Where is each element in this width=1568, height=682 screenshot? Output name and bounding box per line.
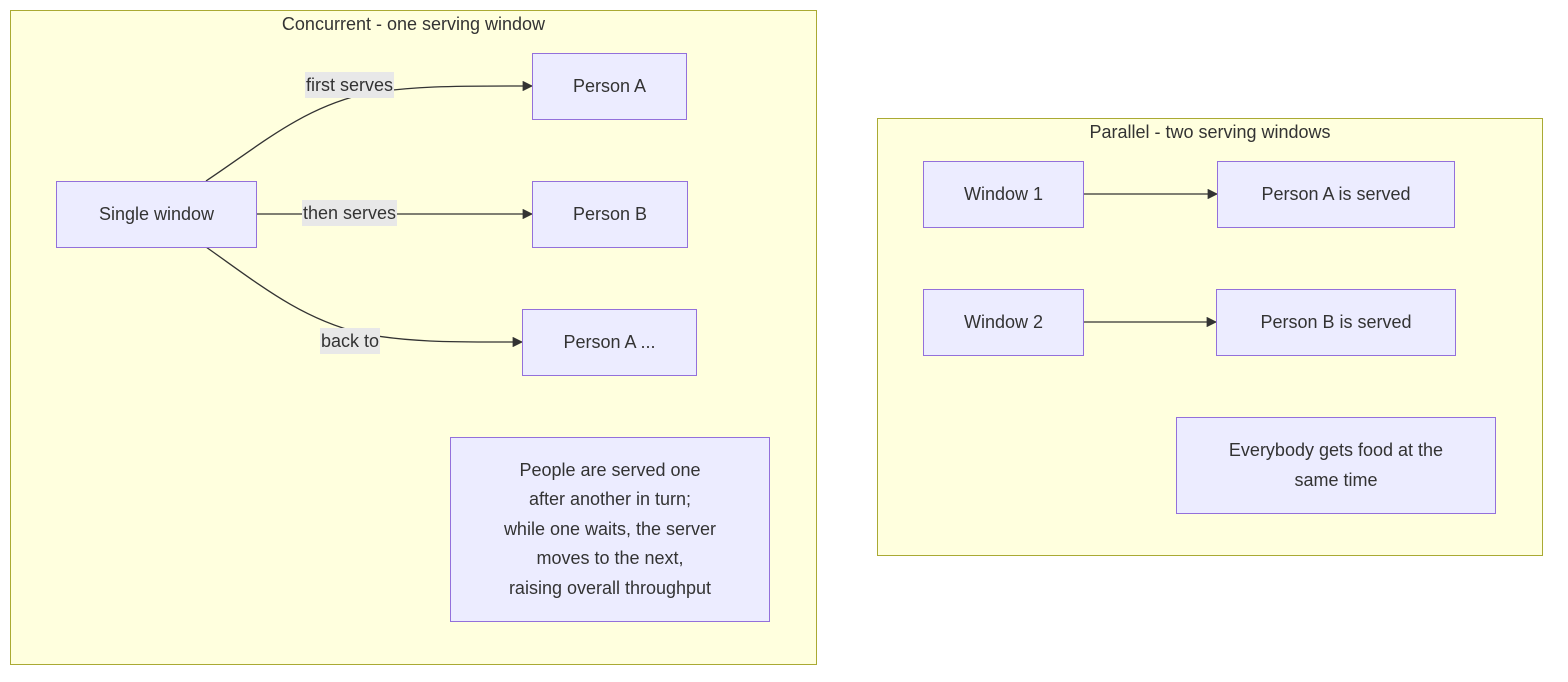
node-window-2[interactable]: Window 2 [923, 289, 1084, 356]
node-person-b-served[interactable]: Person B is served [1216, 289, 1456, 356]
parallel-note: Everybody gets food at the same time [1176, 417, 1496, 514]
concurrent-note-line: raising overall throughput [508, 577, 712, 598]
concurrent-note-line: People are served one [519, 459, 701, 480]
parallel-note-line: Everybody gets food at the [1228, 440, 1444, 460]
parallel-note-line: same time [1294, 469, 1378, 490]
node-person-a[interactable]: Person A [532, 53, 687, 120]
edge-label-then-serves: then serves [302, 200, 398, 226]
concurrent-note-line: after another in turn; [528, 489, 692, 510]
node-window-1[interactable]: Window 1 [923, 161, 1084, 228]
concurrent-note-line: while one waits, the server [503, 518, 717, 539]
edge-label-first-serves: first serves [305, 72, 395, 98]
edge-first-serves [205, 80, 534, 182]
concurrent-note-line: moves to the next, [536, 548, 684, 569]
node-single-window[interactable]: Single window [56, 181, 257, 248]
concurrent-cluster-title: Concurrent - one serving window [281, 14, 546, 34]
edge-label-back-to: back to [320, 328, 381, 354]
node-person-a-again[interactable]: Person A ... [522, 309, 697, 376]
parallel-cluster-title: Parallel - two serving windows [1089, 122, 1331, 142]
node-person-b[interactable]: Person B [532, 181, 688, 248]
concurrent-note: People are served one after another in t… [450, 437, 770, 622]
node-person-a-served[interactable]: Person A is served [1217, 161, 1455, 228]
